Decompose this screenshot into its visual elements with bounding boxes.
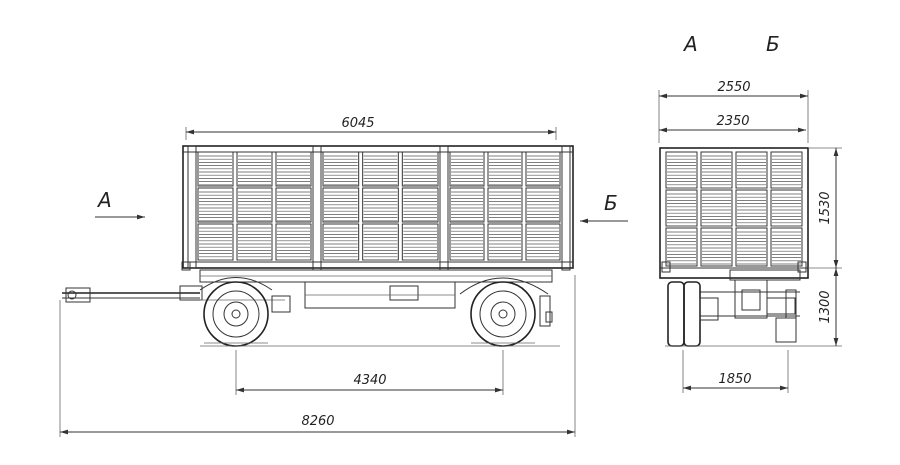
view-arrow-b: Б (580, 191, 628, 224)
floor-height-value: 1300 (818, 290, 833, 323)
drawbar (62, 285, 291, 313)
side-board-sections (197, 151, 561, 261)
view-arrow-a: А (95, 188, 145, 220)
view-a-title: А (682, 32, 698, 56)
rear-body-frame (659, 147, 809, 279)
front-wheel (199, 277, 273, 347)
dimension-side-height: 1530 (808, 147, 842, 269)
side-view: А Б 6045 4340 8260 (59, 116, 628, 437)
side-height-value: 1530 (818, 191, 833, 224)
view-arrow-a-label: А (96, 188, 112, 212)
wheelbase-value: 4340 (353, 373, 386, 388)
view-arrow-b-label: Б (604, 191, 618, 215)
overall-length-value: 8260 (301, 414, 334, 429)
rear-wheel (459, 277, 553, 347)
overall-width-value: 2550 (717, 80, 750, 95)
dimension-body-length: 6045 (185, 116, 557, 140)
dimension-floor-height: 1300 (810, 268, 842, 347)
rear-view: А Б 2550 (658, 32, 842, 393)
inner-width-value: 2350 (716, 114, 749, 129)
rear-view-wheels (665, 281, 810, 347)
cargo-body-frame (182, 145, 574, 269)
dimension-overall-length: 8260 (59, 275, 576, 437)
dimension-overall-width: 2550 (658, 80, 809, 143)
body-length-value: 6045 (341, 116, 374, 131)
rear-board-sections (665, 151, 803, 267)
dimension-wheelbase: 4340 (235, 350, 504, 395)
track-width-value: 1850 (718, 372, 751, 387)
dimension-inner-width: 2350 (659, 114, 806, 133)
view-b-title: Б (766, 32, 780, 56)
dimension-track-width: 1850 (682, 350, 789, 393)
